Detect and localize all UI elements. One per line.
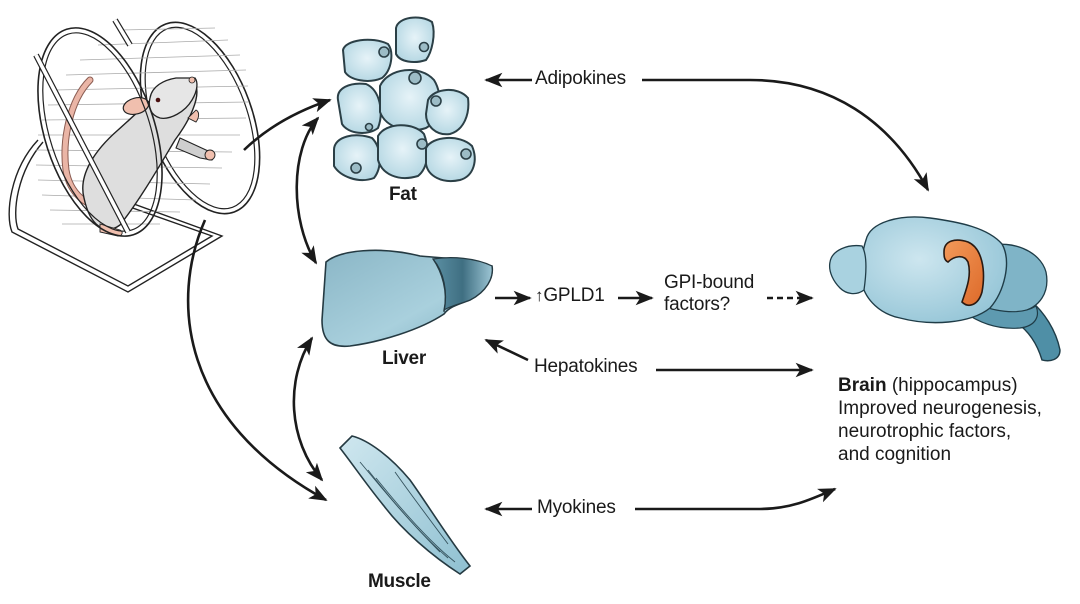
arrows (186, 72, 930, 517)
fat-label: Fat (389, 184, 417, 205)
arrow-fat-liver (295, 116, 320, 265)
arrow-adipokines-to-brain (642, 78, 930, 192)
brain-effect-1: Improved neurogenesis, (838, 398, 1042, 419)
arrow-myokines-to-brain (635, 487, 837, 511)
mouse-eye (155, 97, 161, 103)
arrow-exercise-to-muscle (186, 219, 328, 502)
arrow-liver-muscle (292, 336, 324, 482)
arrow-exercise-to-fat (243, 98, 332, 151)
gpld1-label: ↑GPLD1 (535, 285, 605, 307)
muscle-illustration (338, 435, 472, 575)
liver-illustration (321, 249, 494, 348)
wheel-front-rim (37, 27, 163, 237)
brain-illustration (828, 216, 1061, 362)
adipokines-label: Adipokines (535, 68, 626, 89)
brain-region: (hippocampus) (891, 375, 1018, 396)
gpi-bound-factors-label: GPI-bound factors? (664, 272, 754, 316)
brain-effect-2: neurotrophic factors, (838, 421, 1012, 442)
brain-description: Brain (hippocampus) Improved neurogenesi… (838, 374, 1042, 466)
fat-illustration (333, 16, 476, 182)
myokines-label: Myokines (537, 497, 616, 518)
mouse-running-wheel-illustration (8, 18, 261, 293)
brain-title-line: Brain (hippocampus) (838, 374, 1042, 397)
mouse-head (148, 77, 198, 119)
up-arrow-icon: ↑ (535, 286, 544, 305)
gpld1-text: GPLD1 (543, 285, 605, 306)
hippocampus-icon (943, 239, 985, 306)
hepatokines-label: Hepatokines (534, 356, 638, 377)
muscle-label: Muscle (368, 571, 431, 592)
gpi-line-2: factors? (664, 294, 730, 315)
brain-label: Brain (838, 375, 887, 396)
liver-label: Liver (382, 348, 426, 369)
brain-effect-3: and cognition (838, 444, 952, 465)
wheel-stand (8, 139, 224, 293)
arrow-hepatokines-to-liver (484, 338, 529, 362)
gpi-line-1: GPI-bound (664, 272, 755, 293)
